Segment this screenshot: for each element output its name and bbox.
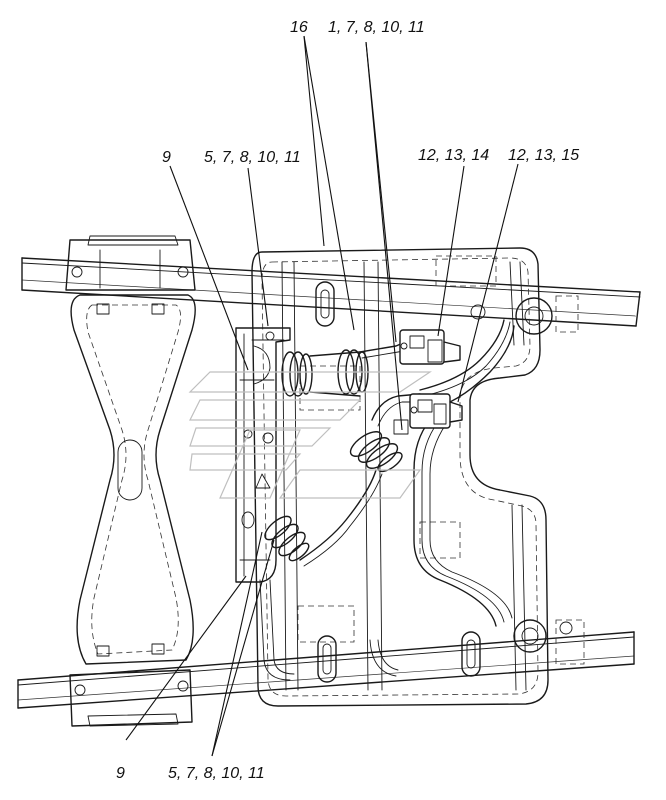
coupling-upper-left [281, 351, 361, 397]
label-part-16: 16 [290, 19, 308, 36]
label-parts-5-7-8-10-11-bottom: 5, 7, 8, 10, 11 [168, 765, 265, 782]
watermark-logo [188, 371, 432, 499]
label-parts-12-13-15: 12, 13, 15 [508, 147, 579, 164]
label-part-9-top: 9 [162, 149, 171, 166]
frame-rail-bottom [17, 631, 635, 709]
label-parts-5-7-8-10-11-top: 5, 7, 8, 10, 11 [204, 149, 301, 166]
hose-couplings [264, 349, 403, 562]
label-parts-12-13-14: 12, 13, 14 [418, 147, 489, 164]
leader-lines [125, 35, 519, 757]
mounting-plate [251, 247, 585, 707]
cross-member [65, 235, 196, 727]
label-part-9-bottom: 9 [116, 765, 125, 782]
label-parts-1-7-8-10-11: 1, 7, 8, 10, 11 [328, 19, 425, 36]
coupling-lower-left [264, 515, 310, 562]
valve-block-upper [399, 329, 461, 365]
valve-block-lower [393, 393, 463, 435]
frame-rail-top [21, 257, 641, 327]
part-labels: 16 1, 7, 8, 10, 11 9 5, 7, 8, 10, 11 12,… [116, 19, 579, 782]
